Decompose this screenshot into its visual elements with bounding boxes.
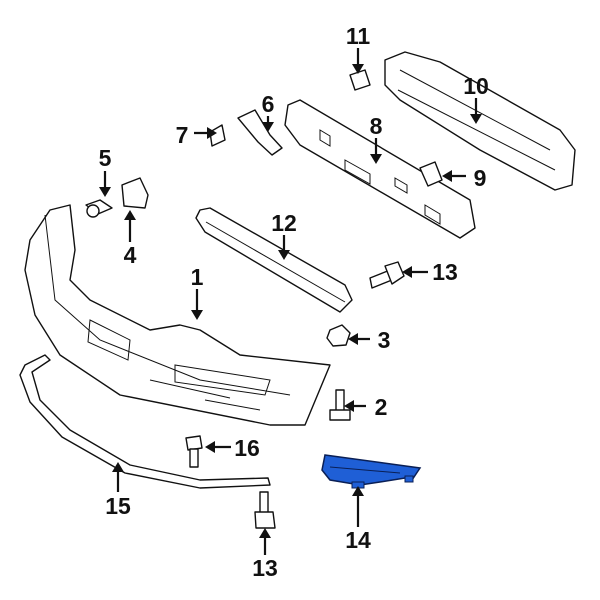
callout-2: 2 bbox=[375, 394, 388, 420]
part-9-bracket[interactable] bbox=[419, 161, 443, 187]
callout-16: 16 bbox=[234, 435, 260, 461]
part-7-clip[interactable] bbox=[209, 124, 226, 147]
part-13-bolt-upper[interactable] bbox=[369, 261, 405, 289]
callout-15: 15 bbox=[105, 493, 131, 519]
part-5-bolt[interactable] bbox=[85, 199, 113, 218]
callout-11: 11 bbox=[346, 23, 371, 49]
part-6-strip[interactable] bbox=[237, 109, 283, 156]
part-11-clip[interactable] bbox=[349, 69, 371, 91]
callout-4: 4 bbox=[124, 242, 137, 268]
callout-10: 10 bbox=[463, 73, 489, 99]
part-1-bumper-cover[interactable] bbox=[24, 204, 331, 426]
callout-13-lower: 13 bbox=[252, 555, 278, 581]
part-15-lower-strip[interactable] bbox=[19, 354, 271, 489]
callout-3: 3 bbox=[378, 327, 391, 353]
callout-arrows bbox=[99, 48, 482, 555]
part-8-energy-absorber[interactable] bbox=[284, 99, 476, 239]
part-4-bracket[interactable] bbox=[121, 177, 149, 209]
callout-8: 8 bbox=[370, 113, 383, 139]
part-2-bolt[interactable] bbox=[329, 389, 351, 421]
part-12-upper-beam[interactable] bbox=[195, 207, 353, 313]
callout-6: 6 bbox=[262, 91, 275, 117]
callout-1: 1 bbox=[191, 264, 204, 290]
callout-14: 14 bbox=[345, 527, 371, 553]
part-16-bolt[interactable] bbox=[185, 435, 203, 468]
part-13-bolt-lower[interactable] bbox=[254, 491, 276, 529]
callout-12: 12 bbox=[271, 210, 297, 236]
callout-9: 9 bbox=[474, 165, 487, 191]
part-3-nut[interactable] bbox=[326, 324, 351, 347]
callout-13-upper: 13 bbox=[432, 259, 458, 285]
callout-5: 5 bbox=[99, 145, 112, 171]
callout-7: 7 bbox=[176, 122, 189, 148]
part-14-air-deflector[interactable] bbox=[321, 454, 422, 489]
